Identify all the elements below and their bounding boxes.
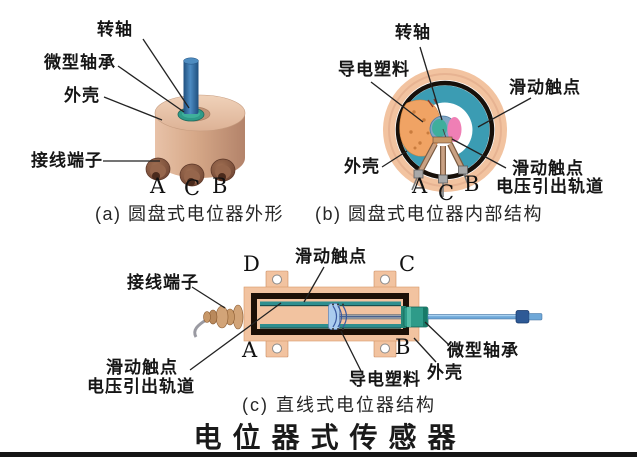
label-track-b-line2: 电压引出轨道 (496, 177, 604, 196)
label-conductive-plastic-c: 导电塑料 (349, 370, 421, 389)
conductive-plastic (399, 98, 441, 157)
figure-a-caption: (a) 圆盘式电位器外形 (95, 204, 284, 224)
leg-letter-b: B (464, 172, 480, 196)
corner-letter-a: A (242, 338, 258, 362)
label-conductive-plastic-b: 导电塑料 (338, 60, 410, 79)
terminal-legs (411, 142, 470, 197)
figure-b-caption: (b) 圆盘式电位器内部结构 (315, 204, 543, 224)
rotating-shaft (183, 57, 199, 114)
corner-letter-b: B (395, 335, 411, 359)
disc-potentiometer-exterior-drawing (103, 38, 246, 187)
label-housing-b: 外壳 (344, 157, 380, 176)
label-shaft-a: 转轴 (97, 20, 133, 39)
label-housing-a: 外壳 (64, 86, 100, 105)
bottom-divider (0, 452, 637, 457)
linear-potentiometer-drawing (189, 266, 543, 372)
label-bearing-c: 微型轴承 (447, 341, 519, 360)
figure-c-caption: (c) 直线式电位器结构 (242, 395, 436, 415)
leader-lines (370, 46, 532, 169)
leader-lines (189, 266, 450, 372)
wiring-terminal (193, 304, 244, 338)
label-track-b-line1: 滑动触点 (512, 159, 584, 178)
terminal-letter-c: C (184, 176, 201, 200)
terminal-letter-a: A (150, 174, 166, 198)
disc-potentiometer-internal-drawing (370, 46, 532, 197)
label-housing-c: 外壳 (427, 363, 463, 382)
label-sliding-contact-c: 滑动触点 (295, 247, 367, 266)
label-track-c-line1: 滑动触点 (106, 358, 178, 377)
terminal-pins (145, 157, 236, 187)
page-title: 电位器式传感器 (193, 421, 467, 454)
shaft-hub (429, 115, 462, 144)
label-shaft-b: 转轴 (395, 23, 431, 42)
leader-lines (103, 38, 190, 162)
external-shaft (427, 310, 543, 324)
miniature-bearing (401, 306, 429, 328)
wiper-contact (447, 117, 462, 142)
label-terminals-c: 接线端子 (127, 273, 199, 292)
label-track-c-line2: 电压引出轨道 (87, 377, 195, 396)
label-terminals-a: 接线端子 (31, 151, 103, 170)
label-bearing-a: 微型轴承 (44, 53, 116, 72)
sliding-contact-wiper (328, 303, 348, 330)
terminal-letter-b: B (212, 174, 228, 198)
corner-letter-d: D (243, 252, 260, 276)
label-sliding-contact-b: 滑动触点 (509, 78, 581, 97)
corner-letter-c: C (399, 252, 416, 276)
leg-letter-c: C (438, 181, 455, 205)
leg-letter-a: A (412, 174, 428, 198)
